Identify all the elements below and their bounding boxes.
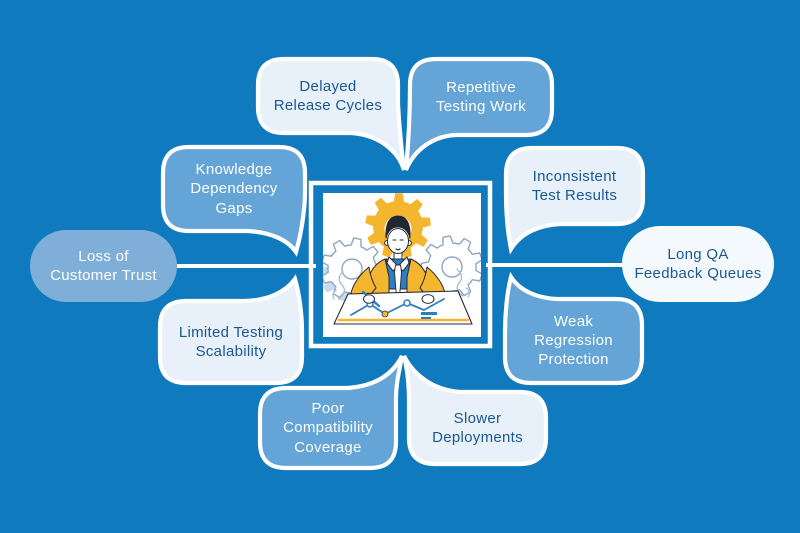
pill-shape-loss-of-customer-trust [30,230,177,302]
bubble-shape-inconsistent-test-results [503,145,646,255]
gear-hub [341,258,363,280]
chart-paper [333,290,473,325]
bubble-shape-slower-deployments [401,355,549,467]
hair [385,215,411,239]
hands [361,290,435,308]
qa-engineer-illustration [323,193,481,325]
bubble-shape-delayed-release-cycles [255,56,407,171]
bubble-shape-poor-compatibility-coverage [257,355,405,471]
chart-bar [421,312,437,315]
bubble-shape-weak-regression-protection [502,271,645,386]
gear-hub [441,256,463,278]
pill-shape-long-qa-feedback-queues [622,226,774,302]
bubble-shape-knowledge-dependency-gaps [160,144,308,257]
bubble-shape-repetitive-testing-work [403,56,555,171]
chart-point [403,299,411,307]
person [350,215,446,301]
face [387,228,409,254]
bubble-shape-limited-testing-scalability [157,274,305,386]
chart-point-highlight [381,310,389,318]
center-frame [308,180,493,349]
